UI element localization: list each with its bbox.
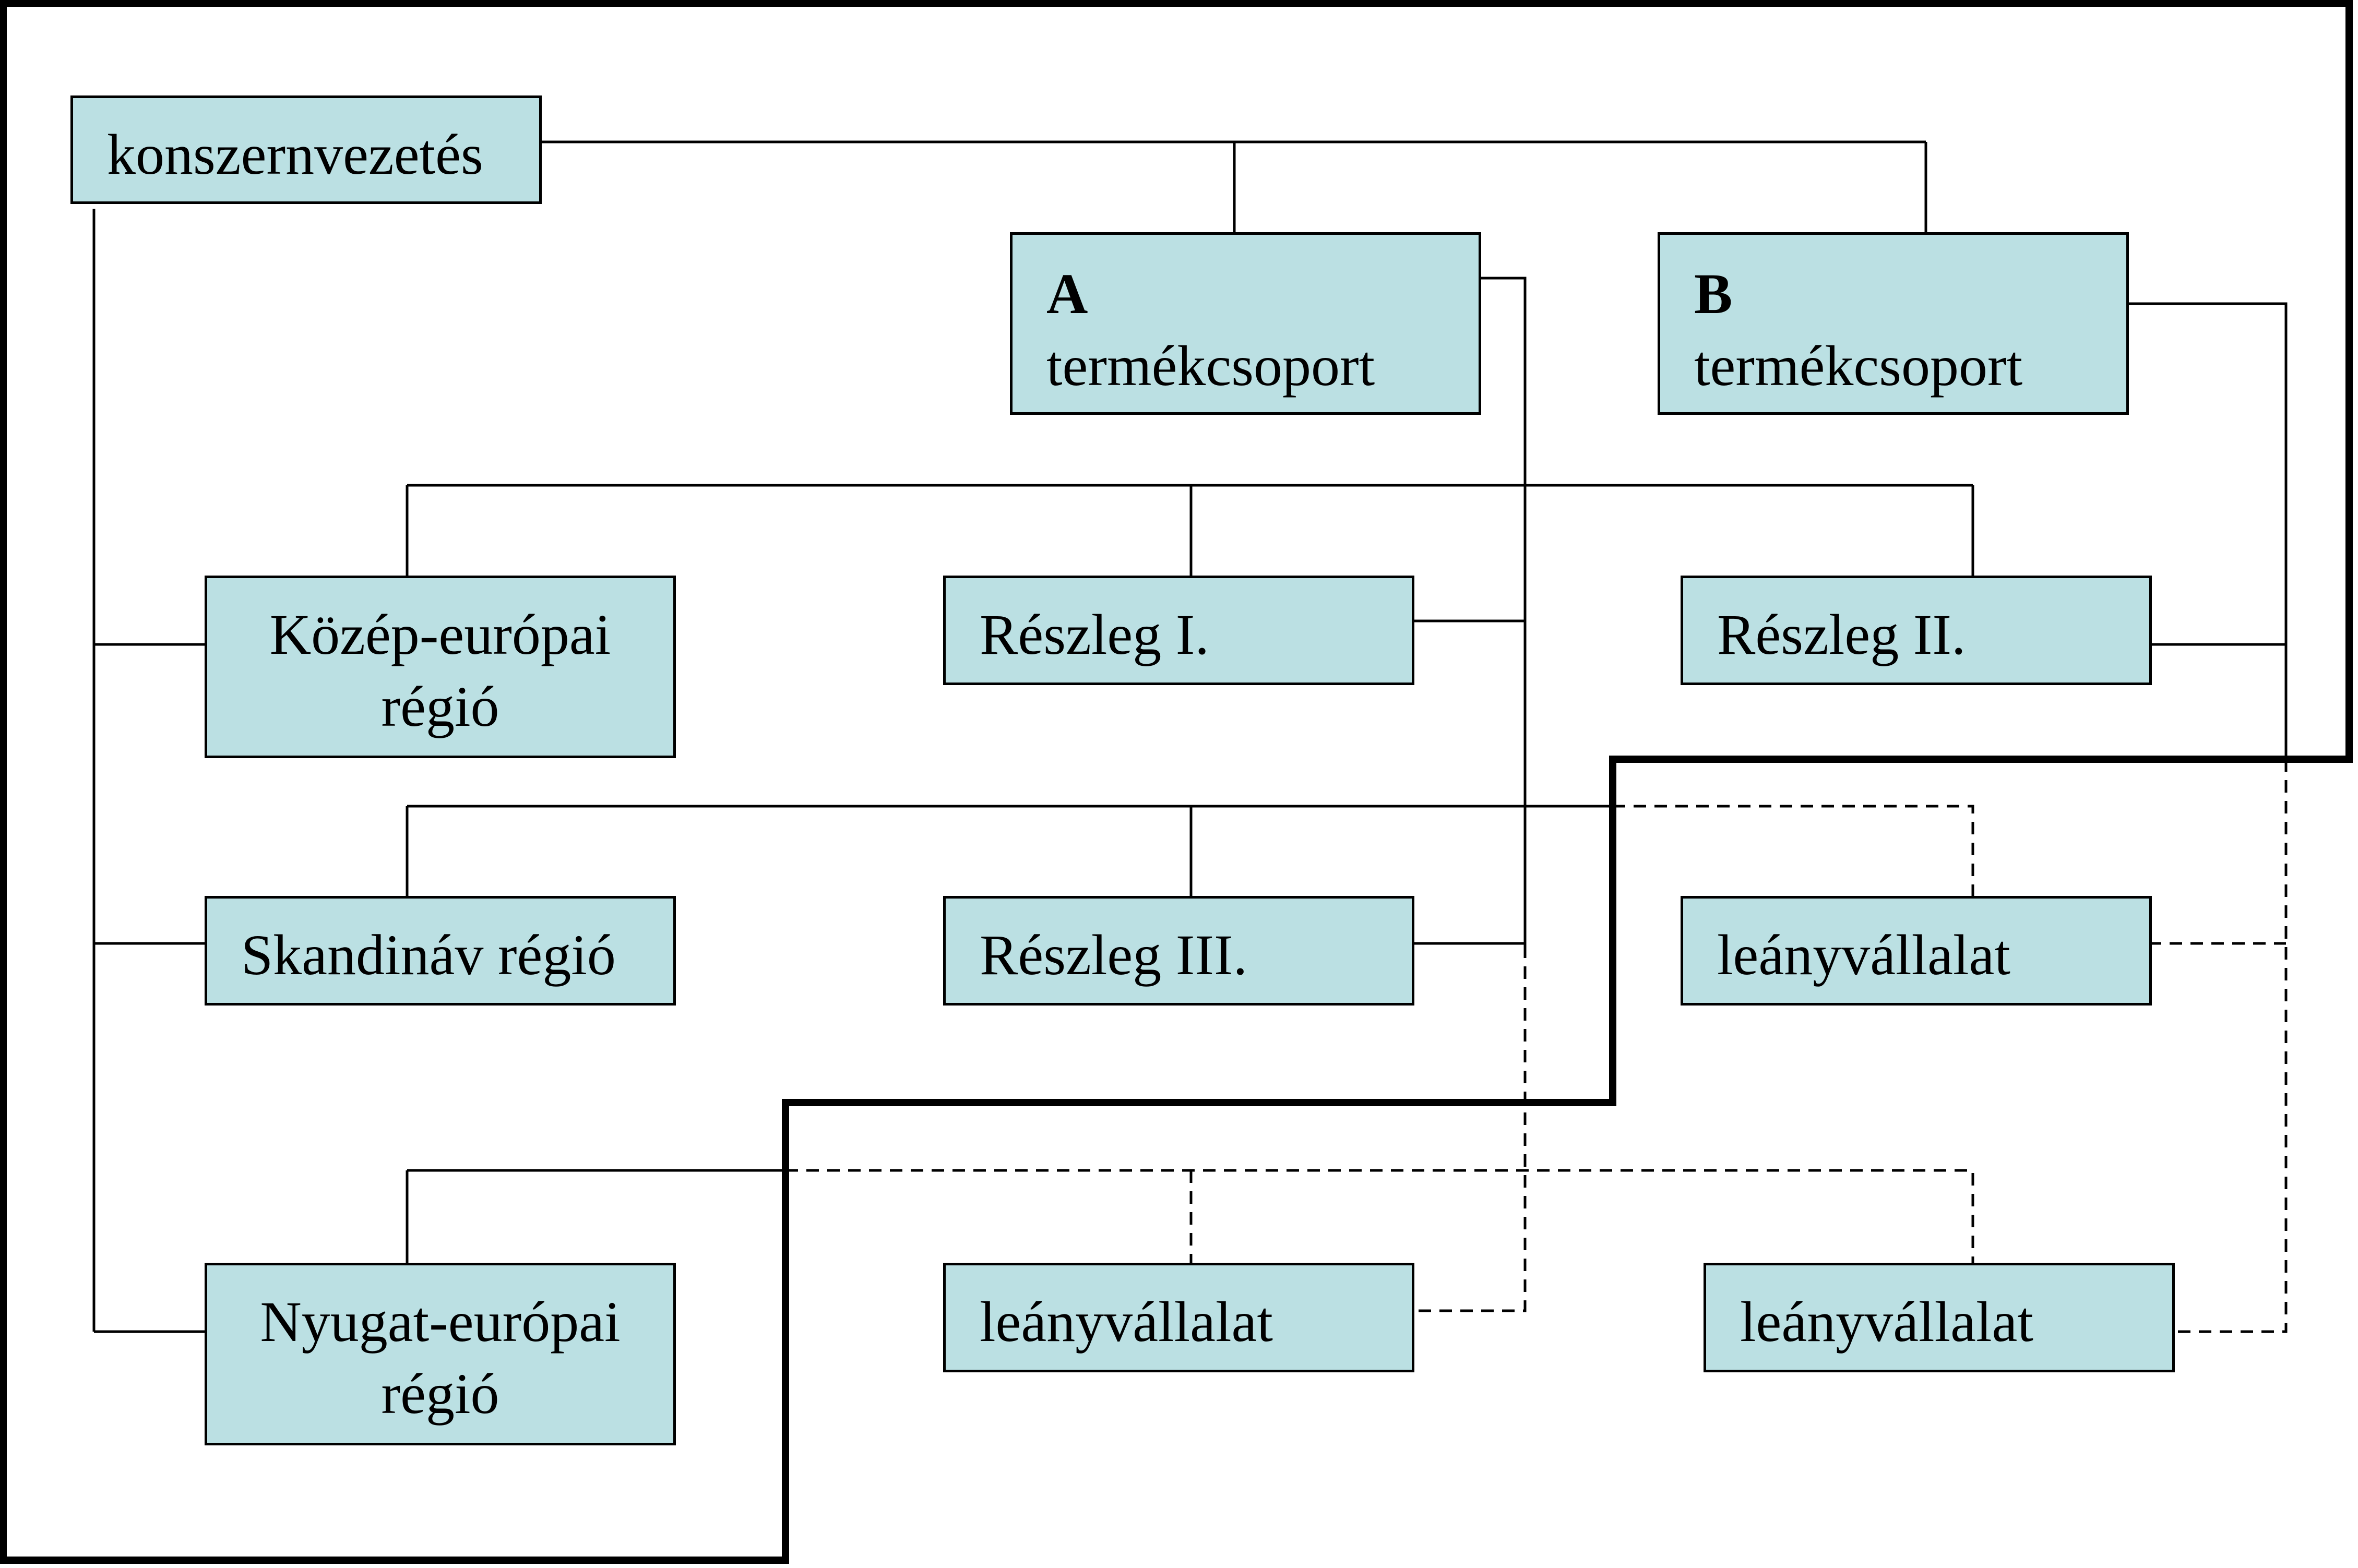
node-division-3: Részleg III. — [943, 896, 1414, 1006]
node-region-scandinavia: Skandináv régió — [205, 896, 676, 1006]
node-label: konszernvezetés — [107, 123, 483, 186]
node-label: Részleg II. — [1717, 603, 1966, 666]
node-subsidiary-2: leányvállalat — [943, 1263, 1414, 1372]
node-label: termékcsoport — [1694, 333, 2023, 398]
node-division-2: Részleg II. — [1681, 576, 2152, 685]
node-group-b: B termékcsoport — [1658, 232, 2129, 415]
node-division-1: Részleg I. — [943, 576, 1414, 685]
node-label: leányvállalat — [1717, 923, 2010, 987]
node-subsidiary-1: leányvállalat — [1681, 896, 2152, 1006]
node-region-central-europe: Közép-európai régió — [205, 576, 676, 758]
node-label: leányvállalat — [980, 1290, 1273, 1354]
node-label-line1: Közép-európai — [269, 603, 611, 666]
node-konszernvezetes: konszernvezetés — [70, 95, 542, 204]
node-label: Skandináv régió — [241, 923, 616, 987]
node-letter: B — [1694, 262, 1733, 326]
node-group-a: A termékcsoport — [1010, 232, 1481, 415]
node-letter: A — [1046, 262, 1088, 326]
node-subsidiary-3: leányvállalat — [1704, 1263, 2175, 1372]
solid-connectors — [92, 140, 2288, 1333]
node-label-line1: Nyugat-európai — [260, 1290, 621, 1354]
dashed-connectors — [785, 759, 2288, 1333]
node-label: Részleg III. — [980, 923, 1248, 987]
node-label-line2: régió — [381, 674, 499, 738]
node-label: termékcsoport — [1046, 333, 1375, 398]
node-label: Részleg I. — [980, 603, 1209, 666]
node-label: leányvállalat — [1740, 1290, 2033, 1354]
node-region-western-europe: Nyugat-európai régió — [205, 1263, 676, 1445]
node-label-line2: régió — [381, 1361, 499, 1426]
